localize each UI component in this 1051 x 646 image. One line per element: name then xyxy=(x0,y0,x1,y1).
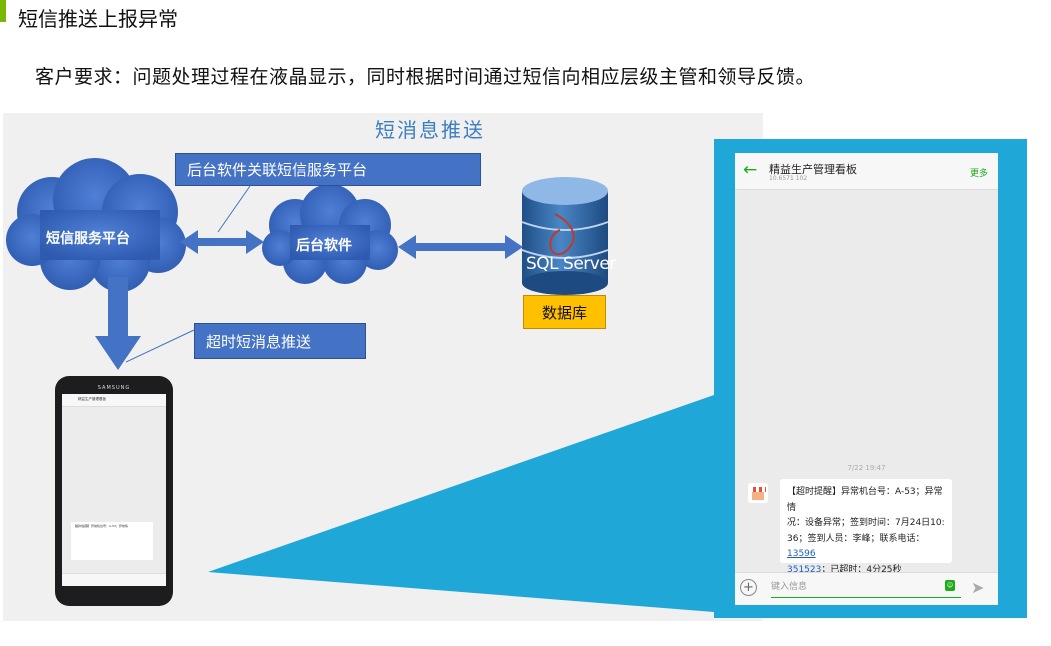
phone-link-b[interactable]: 351523 xyxy=(787,564,822,575)
chat-header: ← 精益生产管理看板 10.6571 102 更多 xyxy=(735,153,998,190)
back-arrow-icon[interactable]: ← xyxy=(743,160,758,180)
callout-line-timeout xyxy=(125,329,195,363)
more-button[interactable]: 更多 xyxy=(969,169,988,179)
message-tail: ；已超时：4分25秒 xyxy=(821,564,902,575)
backend-cloud xyxy=(262,184,398,284)
diagram-title: 短消息推送 xyxy=(375,118,485,142)
callout-line-link xyxy=(217,185,251,233)
small-phone: SAMSUNG 精益生产管理看板 【超时提醒】异常机台号：A-53；异常情 xyxy=(55,376,173,606)
small-phone-screen: 精益生产管理看板 【超时提醒】异常机台号：A-53；异常情 xyxy=(62,394,166,586)
small-chat-header: 精益生产管理看板 xyxy=(62,394,166,407)
message-bubble: 【超时提醒】异常机台号：A-53；异常情 况：设备异常；签到时间：7月24日10… xyxy=(780,479,952,575)
phone-link-a[interactable]: 13596 xyxy=(787,549,816,559)
message-line-3: 36；签到人员：李峰；联系电话： 13596 xyxy=(787,532,946,563)
backend-label: 后台软件 xyxy=(296,238,352,254)
zoom-chat-screen: ← 精益生产管理看板 10.6571 102 更多 7/22 19:47 【超时… xyxy=(735,153,998,605)
link-label-box: 后台软件关联短信服务平台 xyxy=(175,153,481,186)
database-label: 数据库 xyxy=(523,295,606,329)
message-line-3-text: 36；签到人员：李峰；联系电话： xyxy=(787,533,925,544)
timeout-label-box: 超时短消息推送 xyxy=(194,323,366,359)
small-message-bubble: 【超时提醒】异常机台号：A-53；异常情 xyxy=(71,522,153,560)
message-line-1: 【超时提醒】异常机台号：A-53；异常情 xyxy=(787,487,943,513)
small-input-bar xyxy=(62,573,166,586)
message-line-2: 况：设备异常；签到时间：7月24日10: xyxy=(787,518,945,528)
page-title: 短信推送上报异常 xyxy=(18,7,178,31)
input-bar: + 键入信息 ☺ ➤ xyxy=(735,572,998,605)
message-timestamp: 7/22 19:47 xyxy=(847,464,886,472)
plus-icon[interactable]: + xyxy=(740,579,757,596)
shop-icon xyxy=(750,487,766,500)
sql-server-cylinder xyxy=(521,177,609,295)
requirement-text: 客户要求：问题处理过程在液晶显示，同时根据时间通过短信向相应层级主管和领导反馈。 xyxy=(35,66,816,88)
emoji-icon[interactable]: ☺ xyxy=(945,580,955,591)
arrow-backend-db xyxy=(398,235,523,259)
sms-platform-label: 短信服务平台 xyxy=(46,231,130,247)
chat-title: 精益生产管理看板 xyxy=(769,163,857,176)
chat-subtitle: 10.6571 102 xyxy=(769,175,808,182)
phone-brand: SAMSUNG xyxy=(97,385,131,391)
sms-platform-cloud xyxy=(6,158,186,292)
arrow-sms-backend xyxy=(180,230,264,254)
title-accent-bar xyxy=(0,0,6,22)
message-input[interactable]: 键入信息 xyxy=(771,577,961,598)
sender-avatar xyxy=(748,483,768,503)
zoom-callout-wedge xyxy=(208,395,714,612)
arrow-down-to-phone xyxy=(95,277,141,370)
sql-server-label: SQL Server xyxy=(526,254,616,274)
message-line-4: 351523；已超时：4分25秒 xyxy=(787,563,946,579)
send-icon[interactable]: ➤ xyxy=(971,578,985,597)
